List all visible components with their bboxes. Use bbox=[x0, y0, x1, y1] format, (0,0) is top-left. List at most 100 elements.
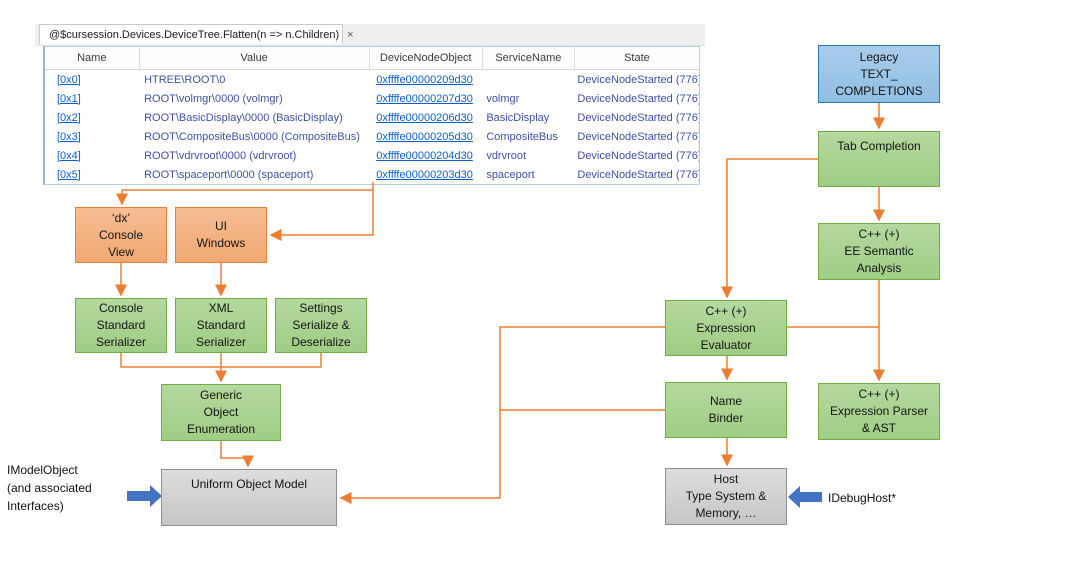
box-label: Tab Completion bbox=[837, 139, 921, 153]
box-label: Deserialize bbox=[291, 335, 351, 349]
col-header-servicename[interactable]: ServiceName bbox=[482, 46, 575, 70]
box-label: Host bbox=[713, 472, 739, 486]
col-header-devicenodeobject[interactable]: DeviceNodeObject bbox=[369, 46, 483, 70]
box-label: Evaluator bbox=[700, 337, 752, 352]
row-name-link[interactable]: [0x5] bbox=[57, 168, 81, 181]
label-line: (and associated bbox=[7, 481, 92, 495]
row-devicenode-link[interactable]: 0xffffe00000205d30 bbox=[376, 130, 473, 143]
box-label: Standard bbox=[196, 318, 246, 332]
row-value: ROOT\CompositeBus\0000 (CompositeBus) bbox=[144, 130, 360, 143]
row-name-link[interactable]: [0x4] bbox=[57, 149, 81, 162]
row-state: DeviceNodeStarted (776) bbox=[577, 130, 700, 143]
box-generic-object-enumeration: Generic Object Enumeration bbox=[161, 384, 281, 441]
row-name-link[interactable]: [0x3] bbox=[57, 130, 81, 143]
row-servicename: vdrvroot bbox=[486, 149, 527, 162]
row-servicename: BasicDisplay bbox=[486, 111, 550, 124]
row-devicenode-link[interactable]: 0xffffe00000206d30 bbox=[376, 111, 473, 124]
col-header-name[interactable]: Name bbox=[44, 46, 140, 70]
box-expression-parser-ast: C++ (+) Expression Parser & AST bbox=[818, 383, 940, 440]
box-label: COMPLETIONS bbox=[835, 83, 923, 98]
arrow-generic-enum-to-uniform-model bbox=[220, 441, 254, 468]
box-label: Serializer bbox=[95, 335, 146, 349]
row-value: ROOT\volmgr\0000 (volmgr) bbox=[144, 92, 283, 105]
box-xml-standard-serializer: XML Standard Serializer bbox=[175, 298, 267, 353]
label-idebughost: IDebugHost* bbox=[828, 491, 897, 505]
box-label: & AST bbox=[861, 421, 896, 435]
box-label: Memory, … bbox=[695, 506, 757, 520]
row-state: DeviceNodeStarted (776) bbox=[577, 111, 700, 124]
table-row: [0x5] ROOT\spaceport\0000 (spaceport) 0x… bbox=[44, 165, 700, 185]
box-label: Windows bbox=[196, 236, 246, 250]
row-devicenode-link[interactable]: 0xffffe00000209d30 bbox=[376, 73, 473, 86]
box-legacy-text-completions: Legacy TEXT_ COMPLETIONS bbox=[818, 45, 940, 103]
box-label: TEXT_ bbox=[860, 66, 898, 81]
label-imodelobject: IModelObject (and associated Interfaces) bbox=[7, 461, 92, 515]
row-state: DeviceNodeStarted (776) bbox=[577, 73, 700, 86]
box-label: C++ (+) bbox=[858, 387, 900, 401]
tab-strip: @$cursession.Devices.DeviceTree.Flatten(… bbox=[35, 24, 705, 46]
table-header-row: Name Value DeviceNodeObject ServiceName … bbox=[44, 46, 700, 70]
tab-close-icon[interactable]: × bbox=[347, 28, 354, 41]
box-label: Enumeration bbox=[186, 422, 256, 436]
box-expression-evaluator: C++ (+) Expression Evaluator bbox=[665, 300, 787, 356]
box-console-standard-serializer: Console Standard Serializer bbox=[75, 298, 167, 353]
box-label: Expression bbox=[696, 320, 756, 335]
table-row: [0x2] ROOT\BasicDisplay\0000 (BasicDispl… bbox=[44, 108, 700, 127]
box-label: C++ (+) bbox=[705, 303, 747, 318]
row-name-link[interactable]: [0x1] bbox=[57, 92, 81, 105]
box-label: UI bbox=[215, 219, 227, 233]
box-ee-semantic-analysis: C++ (+) EE Semantic Analysis bbox=[818, 223, 940, 280]
arrow-expr-eval-to-uniform-model bbox=[339, 326, 665, 504]
box-dx-console-view: ‘dx’ Console View bbox=[75, 207, 167, 263]
box-label: Generic bbox=[199, 388, 243, 402]
box-label: Legacy bbox=[859, 49, 899, 64]
block-arrow-idebughost-icon bbox=[788, 486, 822, 508]
row-servicename: volmgr bbox=[486, 92, 520, 105]
box-label: Type System & bbox=[685, 489, 767, 503]
table-row: [0x1] ROOT\volmgr\0000 (volmgr) 0xffffe0… bbox=[44, 89, 700, 108]
arrow-tab-completion-to-expr-eval bbox=[721, 158, 818, 299]
device-tree-table: Name Value DeviceNodeObject ServiceName … bbox=[43, 46, 700, 185]
row-state: DeviceNodeStarted (776) bbox=[577, 149, 700, 162]
row-devicenode-link[interactable]: 0xffffe00000203d30 bbox=[376, 168, 473, 181]
tab-title: @$cursession.Devices.DeviceTree.Flatten(… bbox=[49, 28, 340, 41]
box-label: ‘dx’ bbox=[111, 210, 130, 225]
table-row: [0x0] HTREE\ROOT\0 0xffffe00000209d30 De… bbox=[44, 70, 700, 90]
box-label: C++ (+) bbox=[858, 227, 900, 241]
box-label: Expression Parser bbox=[829, 404, 929, 418]
box-label: View bbox=[108, 244, 134, 259]
box-label: Uniform Object Model bbox=[190, 477, 308, 491]
box-host-type-system: Host Type System & Memory, … bbox=[665, 468, 787, 525]
row-servicename: spaceport bbox=[486, 168, 535, 181]
col-header-value[interactable]: Value bbox=[139, 46, 370, 70]
col-header-state[interactable]: State bbox=[574, 46, 700, 70]
box-label: Object bbox=[203, 405, 239, 419]
box-label: Name bbox=[709, 394, 742, 408]
box-tab-completion: Tab Completion bbox=[818, 131, 940, 187]
row-value: ROOT\BasicDisplay\0000 (BasicDisplay) bbox=[144, 111, 343, 124]
box-label: Serialize & bbox=[292, 318, 350, 332]
row-state: DeviceNodeStarted (776) bbox=[577, 92, 700, 105]
box-label: EE Semantic bbox=[844, 244, 914, 258]
row-name-link[interactable]: [0x2] bbox=[57, 111, 81, 124]
box-label: Analysis bbox=[856, 261, 902, 275]
row-devicenode-link[interactable]: 0xffffe00000204d30 bbox=[376, 149, 473, 162]
row-state: DeviceNodeStarted (776) bbox=[577, 168, 700, 181]
box-uniform-object-model: Uniform Object Model bbox=[161, 469, 337, 526]
row-value: HTREE\ROOT\0 bbox=[144, 73, 226, 86]
box-settings-serialize-deserialize: Settings Serialize & Deserialize bbox=[275, 298, 367, 353]
row-name-link[interactable]: [0x0] bbox=[57, 73, 81, 86]
tab-device-tree[interactable]: @$cursession.Devices.DeviceTree.Flatten(… bbox=[39, 24, 354, 44]
arrow-table-to-ui-windows bbox=[269, 182, 374, 241]
box-label: XML bbox=[208, 301, 234, 315]
row-servicename: CompositeBus bbox=[486, 130, 558, 143]
box-ui-windows: UI Windows bbox=[175, 207, 267, 263]
box-label: Console bbox=[98, 227, 144, 242]
table-row: [0x3] ROOT\CompositeBus\0000 (CompositeB… bbox=[44, 127, 700, 146]
row-devicenode-link[interactable]: 0xffffe00000207d30 bbox=[376, 92, 473, 105]
arrow-table-to-dx-console bbox=[116, 189, 373, 206]
box-label: Settings bbox=[299, 301, 343, 315]
row-value: ROOT\vdrvroot\0000 (vdrvroot) bbox=[144, 149, 297, 162]
